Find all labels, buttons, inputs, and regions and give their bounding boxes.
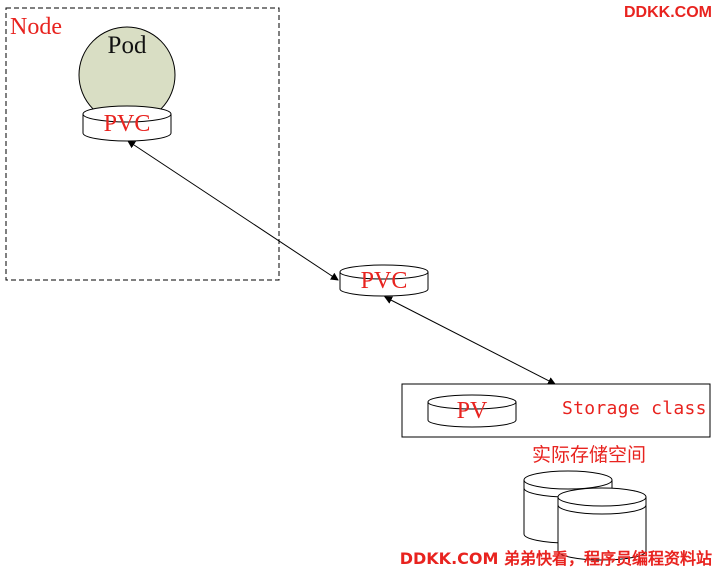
pvc-middle-label: PVC	[360, 268, 408, 294]
pv-disk	[427, 394, 517, 428]
pvc-middle-disk	[339, 264, 429, 297]
arrow-middle-pvc-to-storage-class	[384, 296, 556, 385]
pv-label: PV	[456, 398, 488, 424]
pvc-pod-label: PVC	[103, 111, 151, 137]
watermark-top: DDKK.COM	[624, 4, 712, 21]
node-label: Node	[10, 14, 62, 40]
storage-class-label: Storage class	[562, 398, 707, 419]
pvc-pod-disk	[82, 105, 172, 142]
watermark-bottom: DDKK.COM 弟弟快看，程序员编程资料站	[399, 549, 712, 568]
physical-storage-label: 实际存储空间	[532, 444, 647, 466]
pod-label: Pod	[107, 32, 147, 59]
storage-cylinder-front	[557, 487, 647, 561]
arrow-pod-pvc-to-middle-pvc	[127, 140, 339, 281]
